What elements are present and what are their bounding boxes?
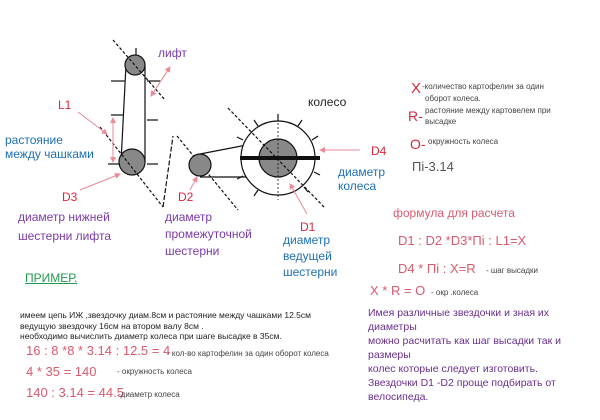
legend-text-o: окружность колеса [428,137,499,146]
calc-1-note: - кол-во картофелин за один оборот колес… [167,349,329,358]
legend-text-r-1: растояние между картовелем при [425,106,551,115]
example-text-line: ведущую звездочку 16см на втором валу 8с… [20,320,204,331]
wheel-label: колесо [308,95,347,109]
formula-2-note: - шаг высадки [486,266,538,275]
formula-3: X * R = O [370,283,426,298]
note-line: Звездочки D1 -D2 проще подбирать от [368,377,556,389]
calc-2-note: - окружность колеса [117,367,192,376]
d4-label: D4 [371,144,387,158]
lift-mechanism [99,39,239,211]
example-text-line: необходимо вычислить диаметр колеса при … [20,331,282,341]
legend-symbol-r: R- [408,108,423,124]
formula-3-note: - окр .колеса [431,288,479,297]
calc-2: 4 * 35 = 140 [26,364,97,379]
formula-2: D4 * Пі : X=R [398,261,476,276]
legend-symbol-x: X [411,80,422,97]
legend-text-x-1: -количество картофелин за один [422,82,544,91]
d2-desc-2: промежуточной [165,227,252,241]
d2-label: D2 [178,190,194,204]
d2-desc-1: диаметр [165,210,213,224]
dimension-arrows [77,66,360,215]
example-text-line: имеем цепь ИЖ ,звездочку диам.8см и раст… [20,310,311,320]
l1-label: L1 [58,98,72,112]
cup-distance-line-1: растояние [5,133,63,147]
formula-title: формула для расчета [393,206,515,220]
lift-label: лифт [158,46,187,60]
example-title: ПРИМЕР. [25,271,78,285]
cup-distance-line-2: между чашками [5,147,94,161]
d4-desc-2: колеса [338,179,377,193]
note-line: можно расчитать как шаг высадки так и ра… [368,335,561,361]
legend-symbol-o: O- [410,136,426,152]
legend-text-x-2: оборот колеса. [425,94,481,103]
pi-value: Пі-3.14 [412,159,454,174]
d2-desc-3: шестерни [165,244,220,258]
note-line: колес которые следует изготовить. [368,363,538,375]
d1-desc-1: диаметр [283,233,331,247]
calc-3-note: -диаметр колеса [118,390,180,399]
calc-1: 16 : 8 *8 * 3.14 : 12.5 = 4 [26,343,171,358]
calc-3: 140 : 3.14 = 44.5 [26,385,124,400]
d1-label: D1 [300,220,316,234]
drive-mechanism [188,107,326,209]
example-text: имеем цепь ИЖ ,звездочку диам.8см и раст… [20,310,311,342]
d1-desc-3: шестерни [283,265,338,279]
d1-desc-2: ведущей [283,249,332,263]
note-line: велосипеда. [368,391,429,403]
d3-desc-2: шестерни лифта [18,229,112,243]
legend-text-r-2: высадке [425,117,457,126]
d3-desc-1: диаметр нижней [18,210,110,224]
d3-label: D3 [62,190,78,204]
note-line: Имея различные звездочки и зная их диаме… [368,307,550,333]
formula-1: D1 : D2 *D3*Пі : L1=X [398,233,527,248]
d4-desc-1: диаметр [338,165,386,179]
note-paragraph: Имея различные звездочки и зная их диаме… [368,306,600,404]
